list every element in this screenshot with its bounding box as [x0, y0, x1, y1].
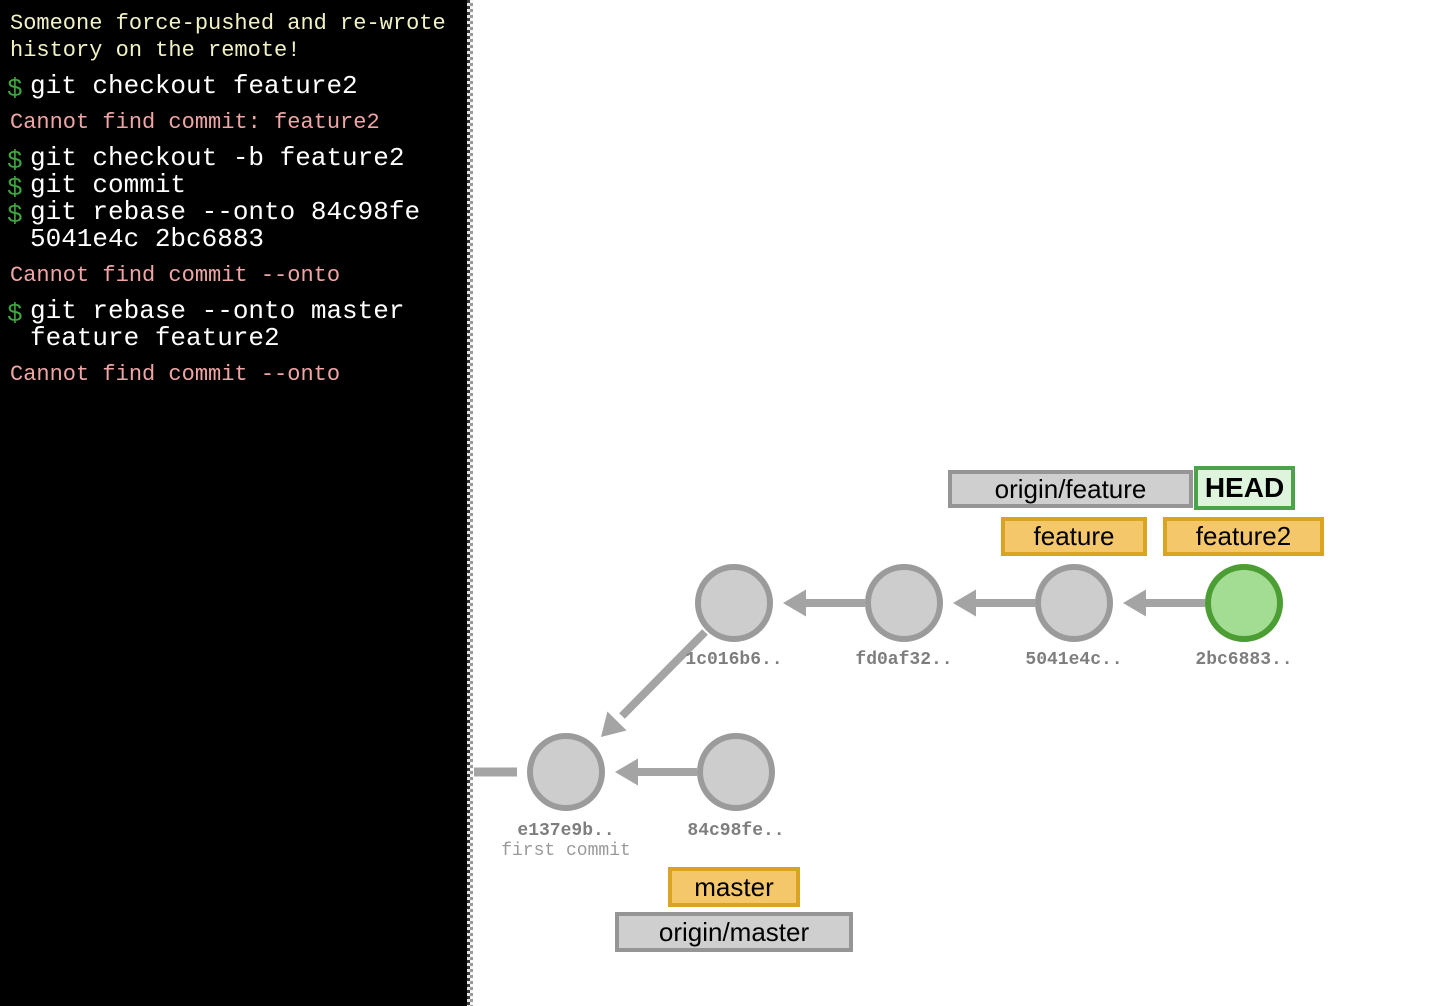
- command-text: git commit: [30, 170, 187, 200]
- terminal-error-message: Cannot find commit: feature2: [10, 110, 380, 135]
- terminal-command-line: $ git rebase --onto master feature featu…: [0, 298, 467, 352]
- terminal-command-line: $ git checkout feature2: [0, 71, 467, 104]
- commit-node-e137e9b: [527, 733, 605, 811]
- commit-hash-label: fd0af32..: [855, 650, 953, 670]
- ref-label-feature: feature: [1001, 517, 1147, 556]
- commit-hash-label: 84c98fe..: [687, 821, 785, 841]
- terminal[interactable]: Someone force-pushed and re-wrote histor…: [0, 0, 467, 1006]
- terminal-error-message: Cannot find commit --onto: [10, 362, 341, 387]
- arrowhead-to-e137e9b: [615, 758, 638, 786]
- command-text: git rebase --onto master feature feature…: [30, 296, 405, 353]
- command-text: git checkout feature2: [30, 71, 358, 101]
- commit-node-84c98fe: [697, 733, 775, 811]
- terminal-command-line: $ git commit: [0, 170, 467, 203]
- prompt-symbol: $: [7, 299, 23, 329]
- commit-hash-label: 1c016b6..: [685, 650, 783, 670]
- arrowhead-diagonal-to-e137e9b: [601, 711, 627, 737]
- terminal-command-line: $ git checkout -b feature2: [0, 143, 467, 176]
- commit-node-5041e4c: [1035, 564, 1113, 642]
- ref-label-master: master: [668, 867, 800, 907]
- terminal-info-message: Someone force-pushed and re-wrote histor…: [10, 11, 446, 63]
- ref-label-origin-master: origin/master: [615, 912, 853, 952]
- terminal-error-message: Cannot find commit --onto: [10, 263, 341, 288]
- prompt-symbol: $: [7, 74, 23, 104]
- arrowhead-to-5041e4c: [1123, 589, 1146, 617]
- prompt-symbol: $: [7, 146, 23, 176]
- prompt-symbol: $: [7, 173, 23, 203]
- ref-label-origin-feature: origin/feature: [948, 470, 1193, 508]
- terminal-command-line: $ git rebase --onto 84c98fe 5041e4c 2bc6…: [0, 199, 467, 253]
- command-text: git checkout -b feature2: [30, 143, 405, 173]
- commit-hash-label: 2bc6883..: [1195, 650, 1293, 670]
- commit-node-fd0af32: [865, 564, 943, 642]
- ref-label-feature2: feature2: [1163, 517, 1324, 556]
- command-text: git rebase --onto 84c98fe 5041e4c 2bc688…: [30, 197, 421, 254]
- commit-hash-label: 5041e4c..: [1025, 650, 1123, 670]
- commit-hash-label: e137e9b..: [517, 821, 615, 841]
- ref-label-head: HEAD: [1194, 466, 1295, 510]
- panel-divider[interactable]: [467, 0, 474, 1006]
- arrowhead-to-fd0af32: [953, 589, 976, 617]
- edge-1c016b6-to-e137e9b: [619, 629, 708, 719]
- commit-message-label: first commit: [501, 841, 631, 861]
- commit-node-2bc6883-head: [1205, 564, 1283, 642]
- arrowhead-to-1c016b6: [783, 589, 806, 617]
- commit-node-1c016b6: [695, 564, 773, 642]
- prompt-symbol: $: [7, 200, 23, 230]
